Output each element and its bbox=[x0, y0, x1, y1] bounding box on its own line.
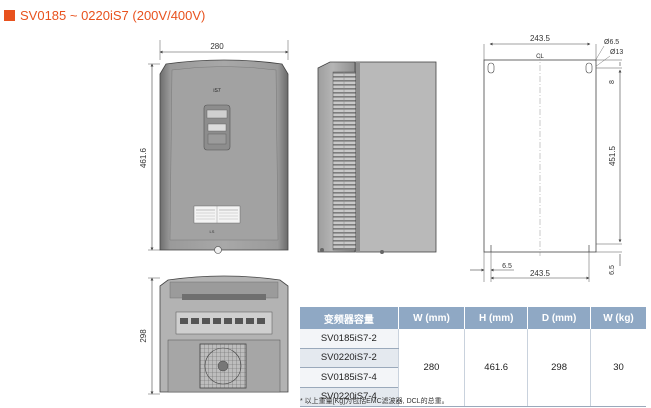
table-row: SV0185iS7-2 280 461.6 298 30 bbox=[300, 329, 646, 407]
table-row: SV0220iS7-4 bbox=[300, 387, 646, 407]
depth-cell: 298 bbox=[527, 329, 591, 407]
width-cell: 280 bbox=[397, 329, 465, 407]
weight-cell: 30 bbox=[589, 329, 646, 407]
footnote: * 以上重量[Kg]为包括EMC滤波器, DCL的总重。 bbox=[300, 398, 449, 405]
title-text: SV0185 ~ 0220iS7 (200V/400V) bbox=[20, 7, 206, 23]
back-view: 243.5 CL Ø6.5 Ø13 8 451.5 6.5 6.5 243.5 bbox=[470, 34, 623, 282]
header-weight: W (kg) bbox=[590, 307, 646, 329]
header-height: H (mm) bbox=[464, 307, 529, 329]
side-view bbox=[317, 61, 437, 254]
model-cell: SV0220iS7-4 bbox=[300, 387, 399, 407]
table-row: SV0185iS7-4 bbox=[300, 367, 646, 388]
model-cell: SV0185iS7-4 bbox=[300, 367, 399, 388]
front-width-label: 280 bbox=[210, 42, 224, 51]
back-centerline-label: CL bbox=[536, 54, 544, 60]
front-height-label: 461.6 bbox=[139, 147, 148, 168]
side-offset-label: 6.5 bbox=[502, 263, 512, 270]
table-row: SV0220iS7-2 bbox=[300, 348, 646, 368]
header-depth: D (mm) bbox=[527, 307, 591, 329]
top-offset-label: 8 bbox=[609, 80, 616, 84]
bottom-offset-label: 6.5 bbox=[609, 265, 616, 275]
front-logo: LS bbox=[210, 229, 215, 234]
heatsink-fins bbox=[332, 71, 357, 251]
back-top-width-label: 243.5 bbox=[530, 34, 551, 43]
bottom-screw-hole bbox=[214, 246, 222, 254]
spec-table: 变频器容量 W (mm) H (mm) D (mm) W (kg) SV0185… bbox=[300, 307, 646, 407]
table-header-row: 变频器容量 W (mm) H (mm) D (mm) W (kg) bbox=[300, 307, 646, 329]
hole-large-label: Ø6.5 bbox=[604, 39, 619, 46]
side-body-rear bbox=[355, 61, 437, 253]
header-width: W (mm) bbox=[398, 307, 466, 329]
header-capacity: 变频器容量 bbox=[300, 307, 399, 329]
model-cell: SV0185iS7-2 bbox=[300, 329, 399, 349]
front-brand-label: iS7 bbox=[213, 88, 220, 94]
back-bottom-width-label: 243.5 bbox=[530, 269, 551, 278]
hole-small-label: Ø13 bbox=[610, 49, 623, 56]
title-marker bbox=[4, 9, 15, 21]
section-title: SV0185 ~ 0220iS7 (200V/400V) bbox=[4, 6, 205, 24]
bottom-depth-label: 298 bbox=[139, 329, 148, 343]
bottom-view: 298 bbox=[139, 275, 289, 395]
front-view: 280 461.6 iS7 LS bbox=[139, 40, 289, 254]
height-cell: 461.6 bbox=[464, 329, 528, 407]
model-cell: SV0220iS7-2 bbox=[300, 348, 399, 368]
hole-pitch-label: 451.5 bbox=[608, 145, 617, 166]
